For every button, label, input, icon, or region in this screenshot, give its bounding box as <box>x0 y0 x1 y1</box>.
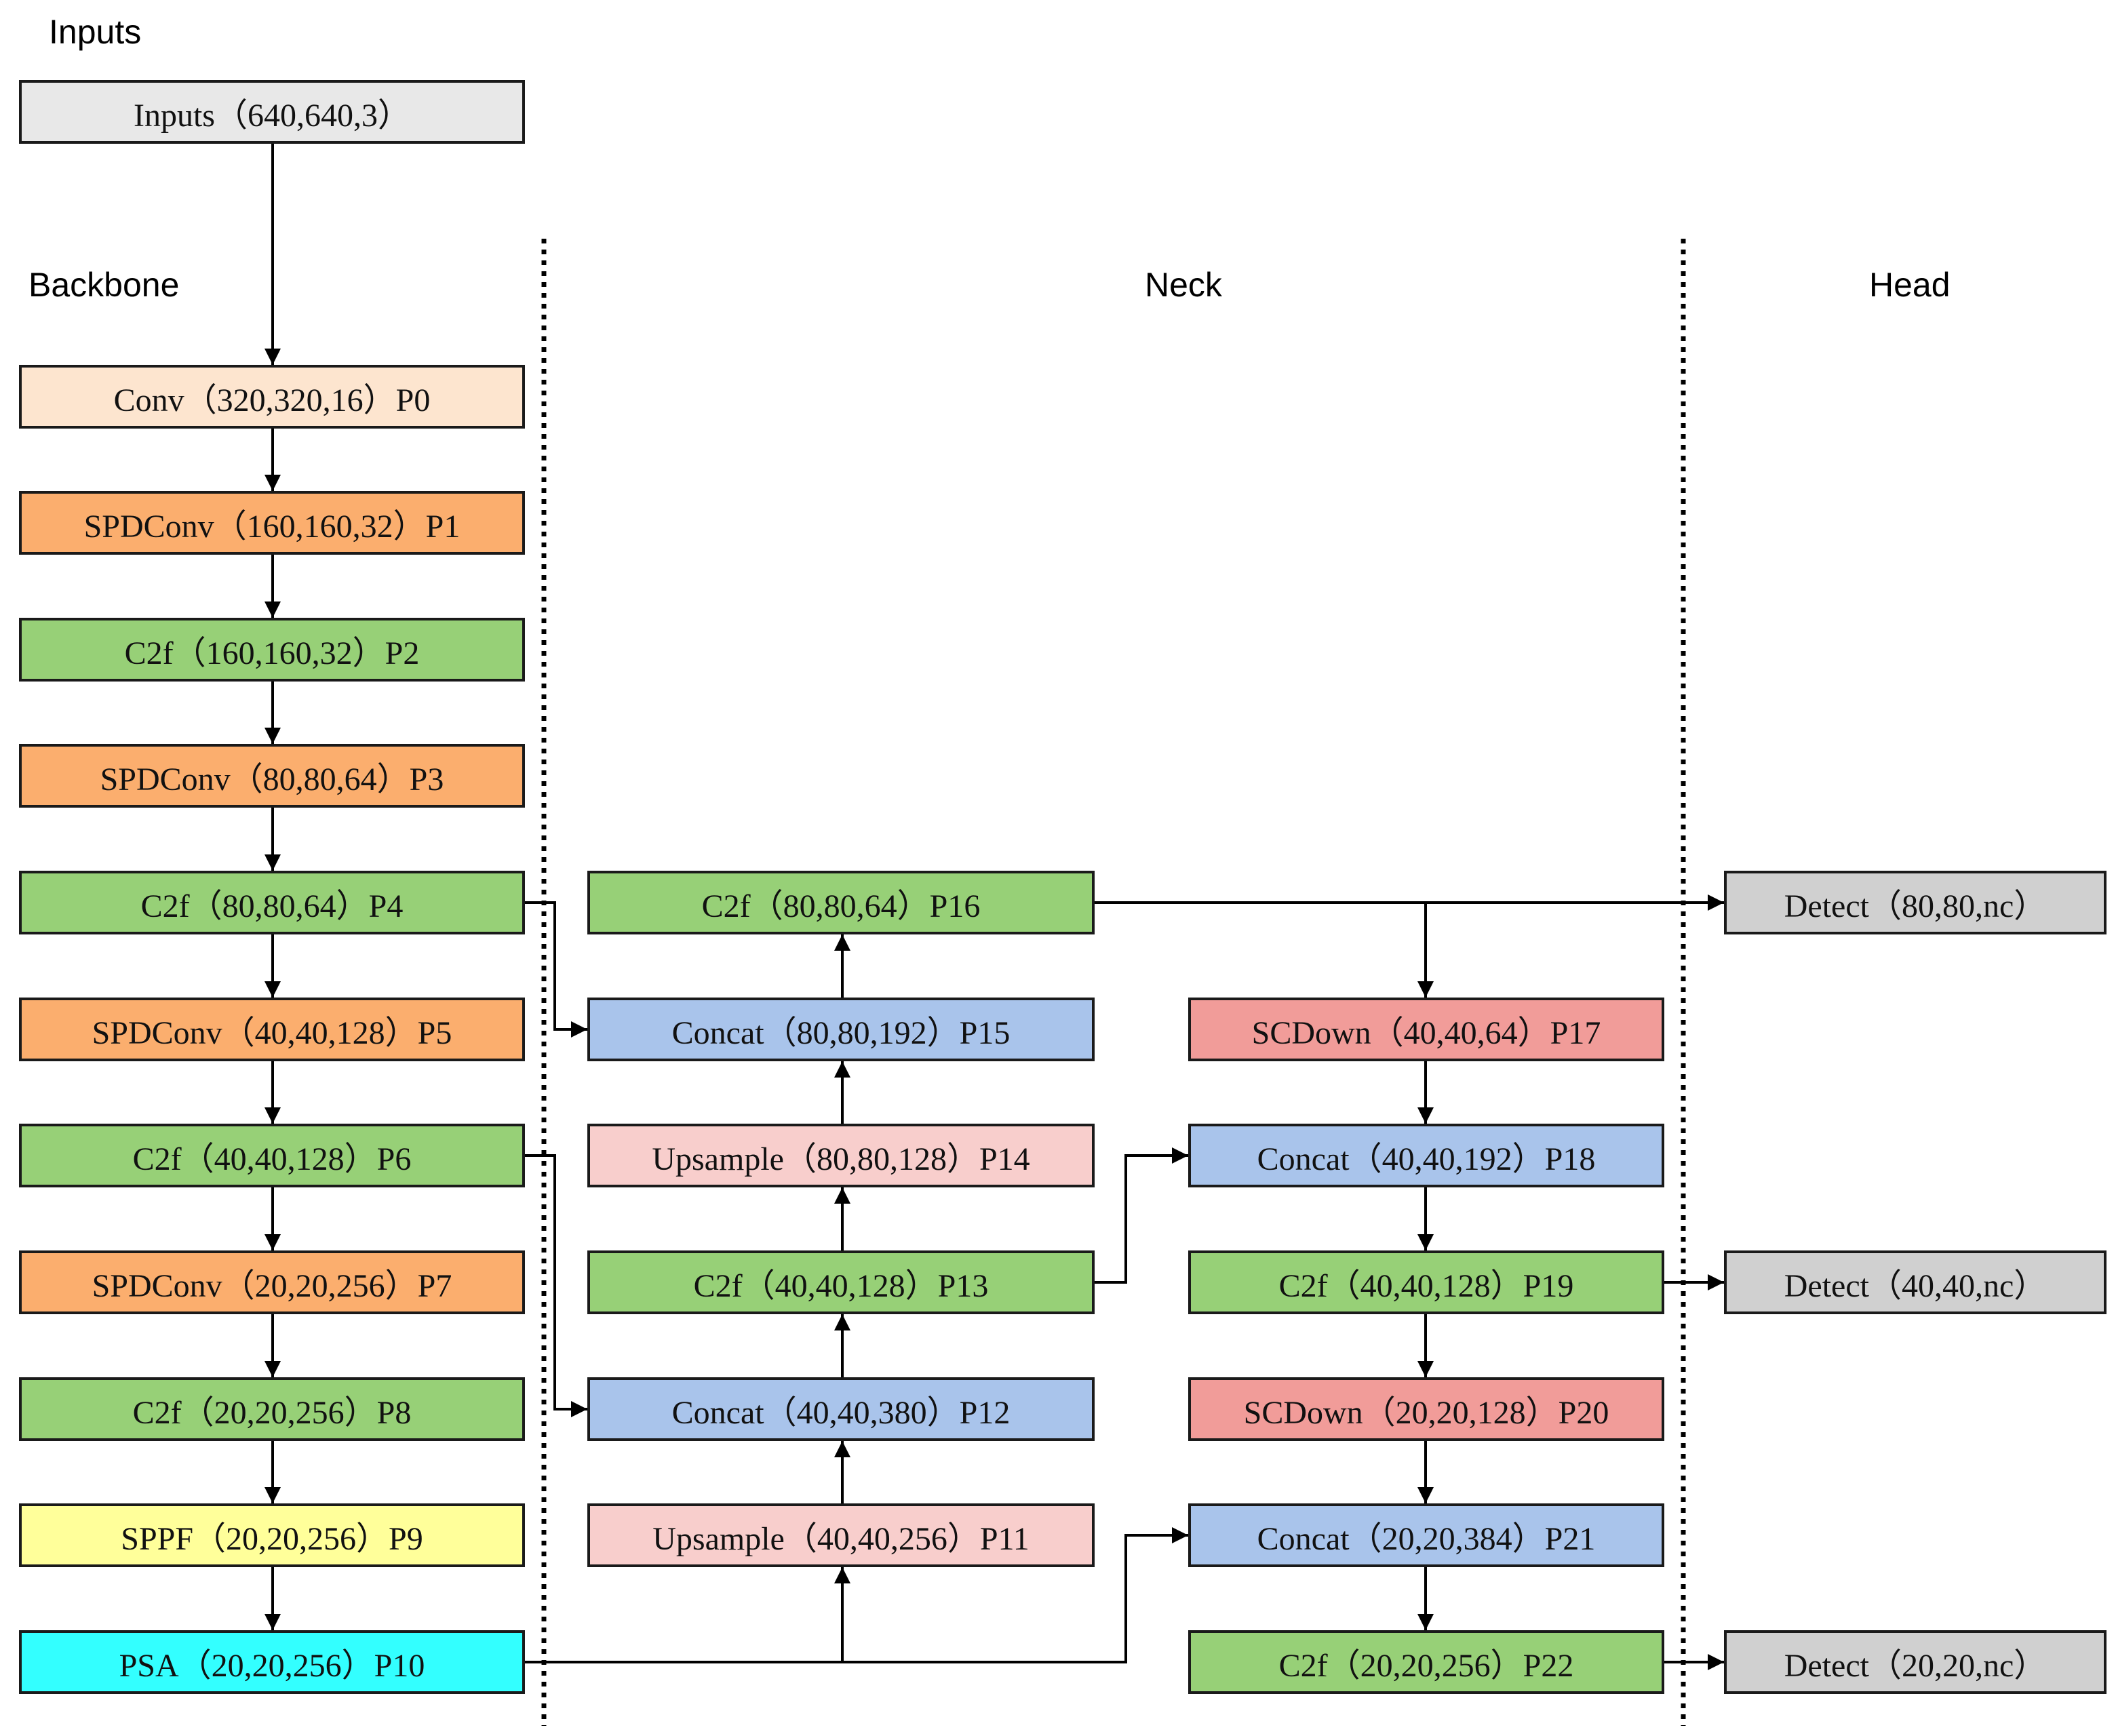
node-p12-concat: Concat（40,40,380）P12 <box>587 1377 1095 1441</box>
node-p3-spdconv: SPDConv（80,80,64）P3 <box>19 744 525 808</box>
node-p18-concat: Concat（40,40,192）P18 <box>1188 1124 1664 1187</box>
node-p6-c2f: C2f（40,40,128）P6 <box>19 1124 525 1187</box>
node-p19-c2f: C2f（40,40,128）P19 <box>1188 1250 1664 1314</box>
arrow-p10-p11 <box>525 1567 850 1663</box>
node-detect-80: Detect（80,80,nc） <box>1724 871 2107 934</box>
node-p4-c2f: C2f（80,80,64）P4 <box>19 871 525 934</box>
node-p10-psa: PSA（20,20,256）P10 <box>19 1630 525 1694</box>
node-p20-scdown: SCDown（20,20,128）P20 <box>1188 1377 1664 1441</box>
node-p13-c2f: C2f（40,40,128）P13 <box>587 1250 1095 1314</box>
input-node: Inputs（640,640,3） <box>19 80 525 144</box>
inputs-section-label: Inputs <box>49 13 142 51</box>
node-p16-c2f: C2f（80,80,64）P16 <box>587 871 1095 934</box>
node-p7-spdconv: SPDConv（20,20,256）P7 <box>19 1250 525 1314</box>
node-p11-upsample: Upsample（40,40,256）P11 <box>587 1503 1095 1567</box>
head-section-label: Head <box>1869 266 1951 304</box>
arrow-p13-p18 <box>1095 1147 1188 1284</box>
neck-section-label: Neck <box>1145 266 1222 304</box>
arrow-p4-p15 <box>525 901 587 1038</box>
node-p9-sppf: SPPF（20,20,256）P9 <box>19 1503 525 1567</box>
node-p1-spdconv: SPDConv（160,160,32）P1 <box>19 491 525 555</box>
node-p5-spdconv: SPDConv（40,40,128）P5 <box>19 998 525 1061</box>
node-p2-c2f: C2f（160,160,32）P2 <box>19 618 525 682</box>
arrow-p6-p12 <box>525 1154 587 1417</box>
node-detect-40: Detect（40,40,nc） <box>1724 1250 2107 1314</box>
node-p21-concat: Concat（20,20,384）P21 <box>1188 1503 1664 1567</box>
node-p0-conv: Conv（320,320,16）P0 <box>19 365 525 429</box>
node-p22-c2f: C2f（20,20,256）P22 <box>1188 1630 1664 1694</box>
node-p8-c2f: C2f（20,20,256）P8 <box>19 1377 525 1441</box>
node-p14-upsample: Upsample（80,80,128）P14 <box>587 1124 1095 1187</box>
backbone-section-label: Backbone <box>28 266 180 304</box>
node-p15-concat: Concat（80,80,192）P15 <box>587 998 1095 1061</box>
node-detect-20: Detect（20,20,nc） <box>1724 1630 2107 1694</box>
node-p17-scdown: SCDown（40,40,64）P17 <box>1188 998 1664 1061</box>
